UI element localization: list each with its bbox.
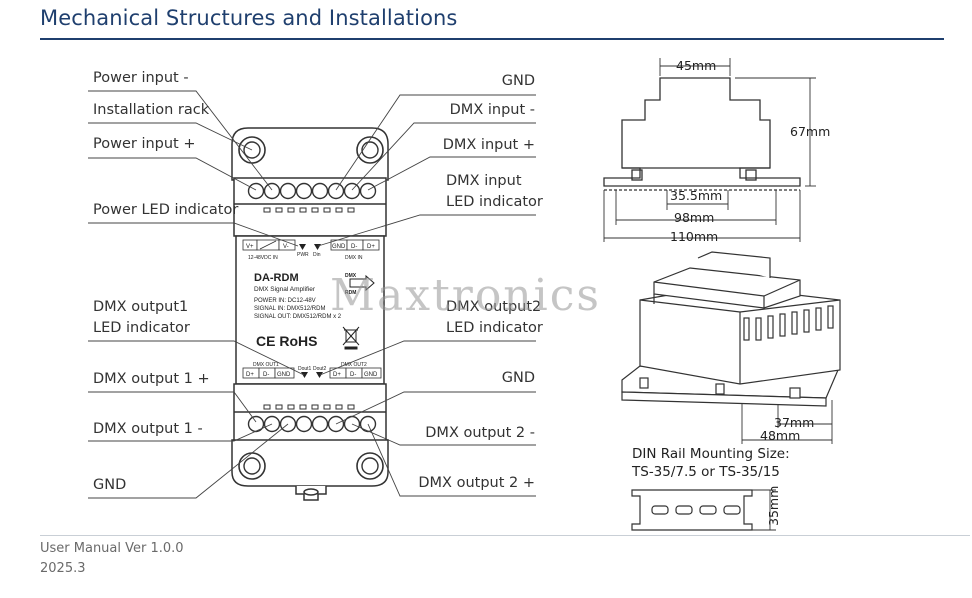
dmx-rdm-logo-icon: DMX RDM [345, 273, 375, 296]
label-dmx-output2-led-line2: LED indicator [446, 320, 543, 336]
out2-caption: DMX OUT2 [341, 362, 367, 368]
terminal-label: V+ [246, 244, 254, 250]
dmx-input-caption: DMX IN [345, 255, 363, 261]
label-dmx-input-minus: DMX input - [449, 102, 535, 118]
svg-text:RDM: RDM [345, 290, 356, 296]
top-terminal-slots [263, 207, 355, 213]
pwr-led-icon [299, 244, 306, 250]
device-subtitle: DMX Signal Amplifier [254, 286, 316, 293]
terminal-label: GND [277, 372, 291, 378]
dim-iso-outer: 48mm [760, 428, 800, 443]
label-gnd-top: GND [501, 73, 535, 89]
out1-caption: DMX OUT1 [253, 362, 279, 368]
footer-date: 2025.3 [40, 561, 86, 576]
dimension-lines [603, 58, 816, 242]
dim-iso-inner: 37mm [774, 415, 814, 430]
terminal-label: D+ [333, 372, 341, 378]
dim-rail-height: 35mm [766, 486, 781, 526]
device-isometric-view [621, 251, 841, 407]
label-dmx-input-led-line2: LED indicator [446, 194, 543, 210]
label-gnd-bottom-left: GND [93, 477, 127, 493]
title-divider [40, 38, 944, 40]
mounting-screw [356, 452, 384, 480]
top-terminal-legend [242, 239, 380, 251]
terminal-label: D+ [367, 244, 375, 250]
label-dmx-output1-minus: DMX output 1 - [93, 421, 203, 437]
mounting-screw [238, 452, 266, 480]
label-power-input-minus: Power input - [93, 70, 189, 86]
label-power-input-plus: Power input + [93, 136, 196, 152]
model-name: DA-RDM [254, 272, 299, 284]
label-dmx-input-led: DMX input [446, 173, 522, 189]
page-title: Mechanical Structures and Installations [40, 6, 458, 30]
dout2-led-icon [316, 372, 323, 378]
footer-manual-version: User Manual Ver 1.0.0 [40, 541, 184, 556]
label-dmx-output1-led-line2: LED indicator [93, 320, 190, 336]
dim-overall-width: 110mm [670, 229, 718, 244]
terminal-label: V- [283, 244, 289, 250]
weee-bin-icon [342, 326, 360, 350]
terminal-label: GND [364, 372, 378, 378]
leader-lines [88, 90, 536, 499]
din-rail-drawing [631, 489, 753, 531]
dout1-led-icon [301, 372, 308, 378]
label-installation-rack: Installation rack [93, 102, 210, 118]
watermark: Maxtronics [330, 270, 601, 321]
label-power-led: Power LED indicator [93, 202, 239, 218]
dim-rail-slot: 35.5mm [670, 188, 722, 203]
svg-text:DMX: DMX [345, 273, 357, 279]
terminal-label: D- [263, 372, 269, 378]
iso-dimension-lines [741, 400, 833, 444]
label-dmx-output2-plus: DMX output 2 + [418, 475, 535, 491]
label-dmx-input-plus: DMX input + [442, 137, 535, 153]
dim-height: 67mm [790, 124, 830, 139]
din-led-label: Din [313, 252, 321, 258]
din-rail-title: DIN Rail Mounting Size: [632, 446, 790, 462]
bottom-terminal-slots [263, 404, 355, 410]
label-dmx-output2-minus: DMX output 2 - [425, 425, 535, 441]
din-rail-sizes: TS-35/7.5 or TS-35/15 [632, 464, 780, 480]
label-dmx-output2-led: DMX output2 [446, 299, 542, 315]
dim-width-top: 45mm [676, 58, 716, 73]
power-input-caption: 12-48VDC IN [248, 255, 278, 261]
device-front-view [231, 127, 389, 501]
terminal-label: D- [350, 372, 356, 378]
dout1-led-label: Dout1 [298, 366, 312, 372]
spec-signal-in: SIGNAL IN: DMX512/RDM [254, 306, 325, 312]
certification-marks: CE RoHS [256, 333, 317, 349]
dout2-led-label: Dout2 [313, 366, 327, 372]
terminal-label: D- [351, 244, 357, 250]
label-gnd-mid: GND [501, 370, 535, 386]
label-dmx-output1-plus: DMX output 1 + [93, 371, 210, 387]
spec-power: POWER IN: DC12-48V [254, 298, 316, 304]
bottom-terminal-legend [242, 367, 382, 379]
terminal-label: D+ [246, 372, 254, 378]
rail-dimension-lines [752, 489, 776, 531]
footer-divider [40, 535, 970, 536]
mounting-screw [356, 136, 384, 164]
terminal-label: GND [332, 244, 346, 250]
device-side-view [603, 77, 801, 191]
label-dmx-output1-led: DMX output1 [93, 299, 189, 315]
spec-signal-out: SIGNAL OUT: DMX512/RDM x 2 [254, 314, 342, 320]
dim-inner-width: 98mm [674, 210, 714, 225]
pwr-led-label: PWR [297, 252, 309, 258]
